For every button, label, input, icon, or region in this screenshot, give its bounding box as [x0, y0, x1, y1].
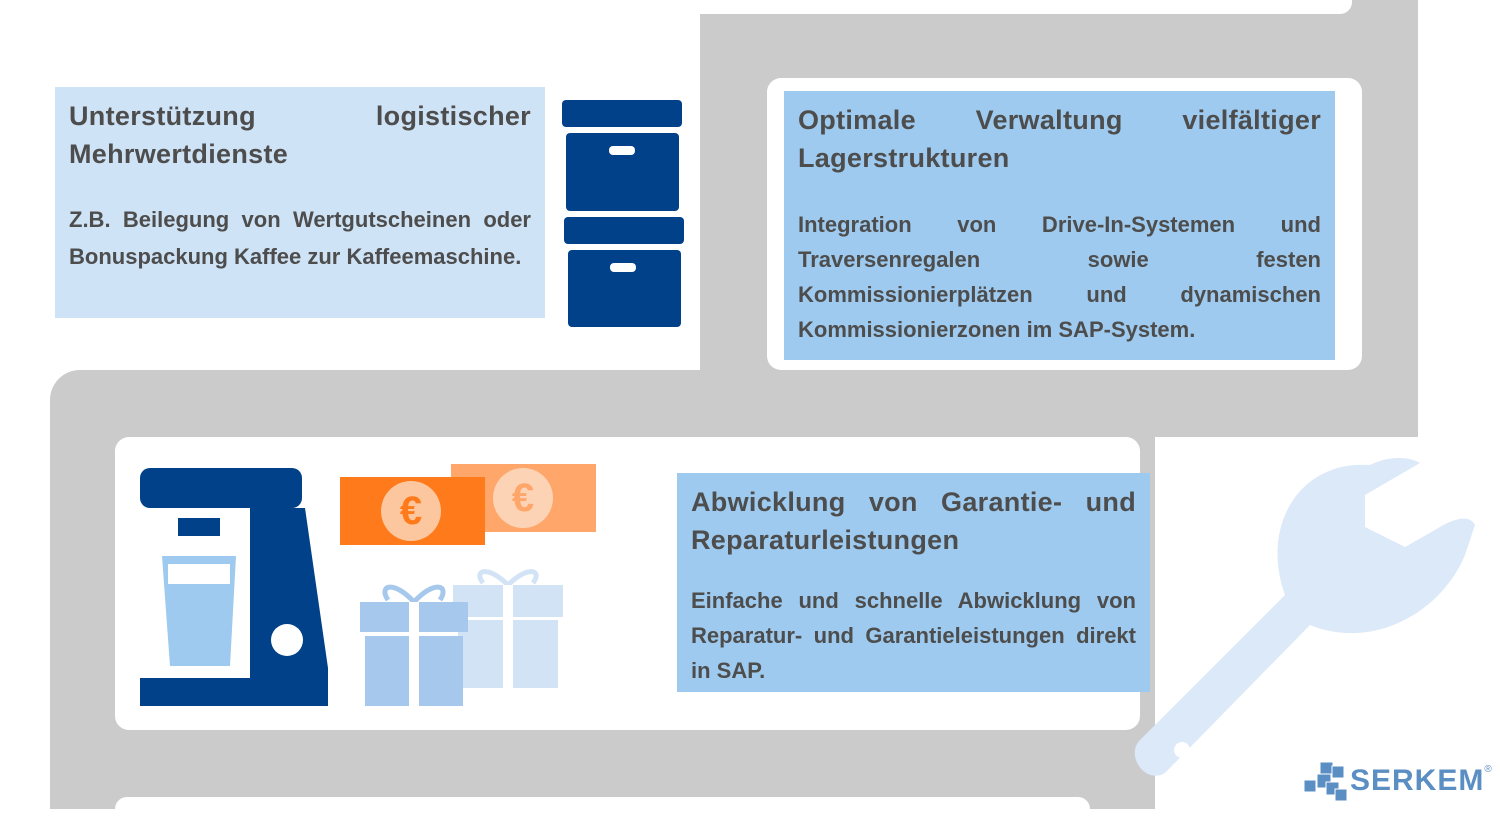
card-title: Unterstützung logistischer Mehrwertdiens…: [69, 101, 531, 169]
card-value-added-services: Unterstützung logistischer Mehrwertdiens…: [55, 87, 545, 318]
card-body: Integration von Drive-In-Systemen und Tr…: [798, 212, 1321, 342]
coffee-machine-icon: [140, 468, 328, 706]
card-body: Einfache und schnelle Abwicklung von Rep…: [691, 588, 1136, 683]
logo-squares-icon: [1304, 761, 1348, 802]
storage-boxes-icon: [562, 100, 684, 327]
serkem-logo: SERKEM ®: [1304, 760, 1492, 802]
gift-boxes-icon: [360, 569, 563, 706]
card-warranty-repair: Abwicklung von Garantie- und Reparaturle…: [677, 473, 1150, 692]
wrench-icon: [1134, 458, 1475, 776]
card-title: Optimale Verwaltung vielfältiger Lagerst…: [798, 105, 1321, 173]
euro-coin-back: €: [493, 468, 553, 528]
path-gap-top: [700, 0, 1352, 14]
card-warehouse-structures: Optimale Verwaltung vielfältiger Lagerst…: [784, 91, 1335, 360]
euro-coin-front: €: [381, 481, 441, 541]
card-body: Z.B. Beilegung von Wertgutscheinen oder …: [69, 207, 531, 269]
logo-text: SERKEM: [1350, 764, 1485, 797]
logo-registered: ®: [1484, 764, 1492, 775]
card-title: Abwicklung von Garantie- und Reparaturle…: [691, 487, 1136, 555]
path-gap-bottom: [115, 797, 1090, 817]
